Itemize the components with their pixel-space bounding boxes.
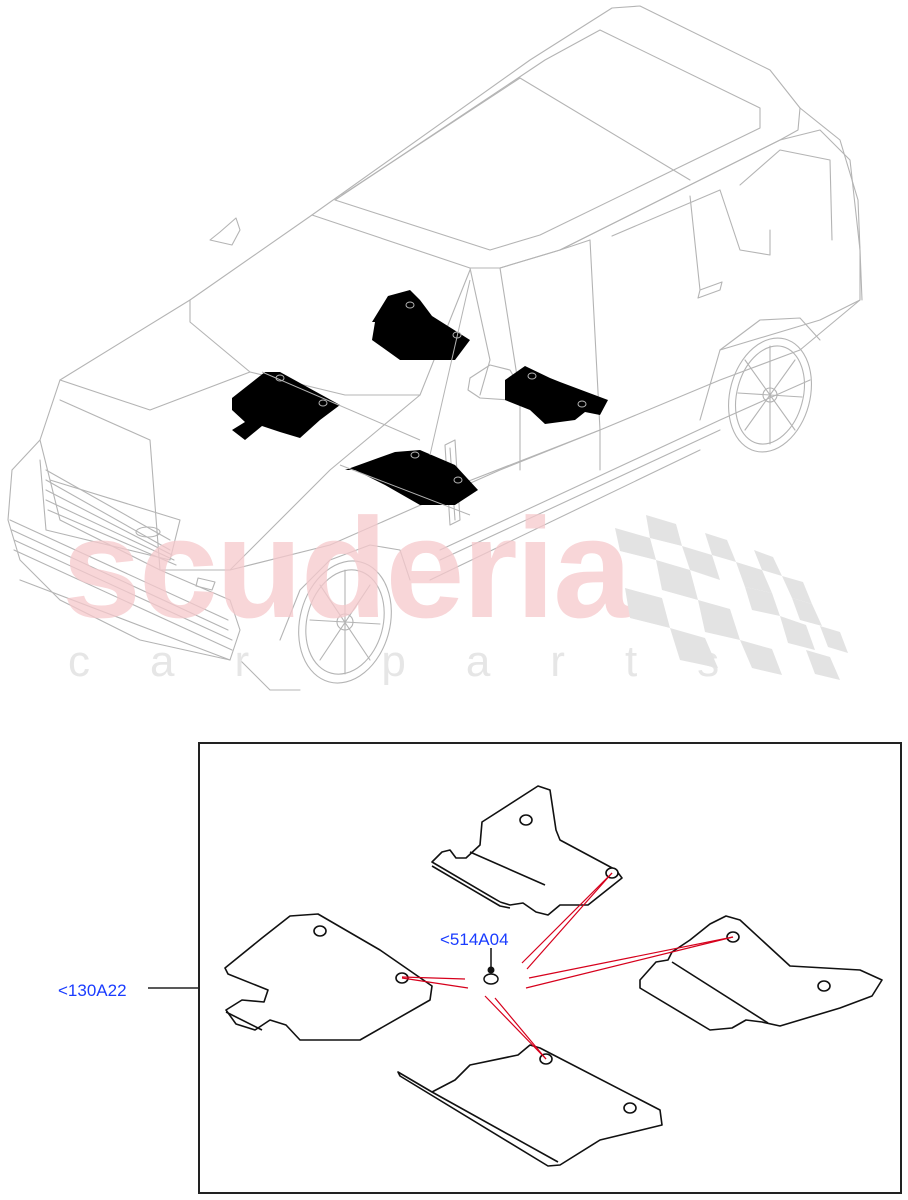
callout-130a22-floor-mat-set[interactable]: <130A22: [58, 981, 127, 1000]
watermark-secondary: car parts: [68, 637, 780, 686]
overview-mats: [232, 290, 608, 505]
watermark-primary: scuderia: [62, 489, 632, 648]
floor-mat-front-left: [224, 913, 433, 1041]
floor-mat-rear-left: [431, 785, 623, 916]
detail-view-frame: [198, 742, 902, 1194]
floor-mat-rear-right: [397, 1044, 663, 1167]
floor-mat-front-right: [639, 915, 883, 1031]
callout-514a04-fastener[interactable]: <514A04: [440, 930, 509, 949]
fastener-clip-icon: [483, 948, 499, 985]
